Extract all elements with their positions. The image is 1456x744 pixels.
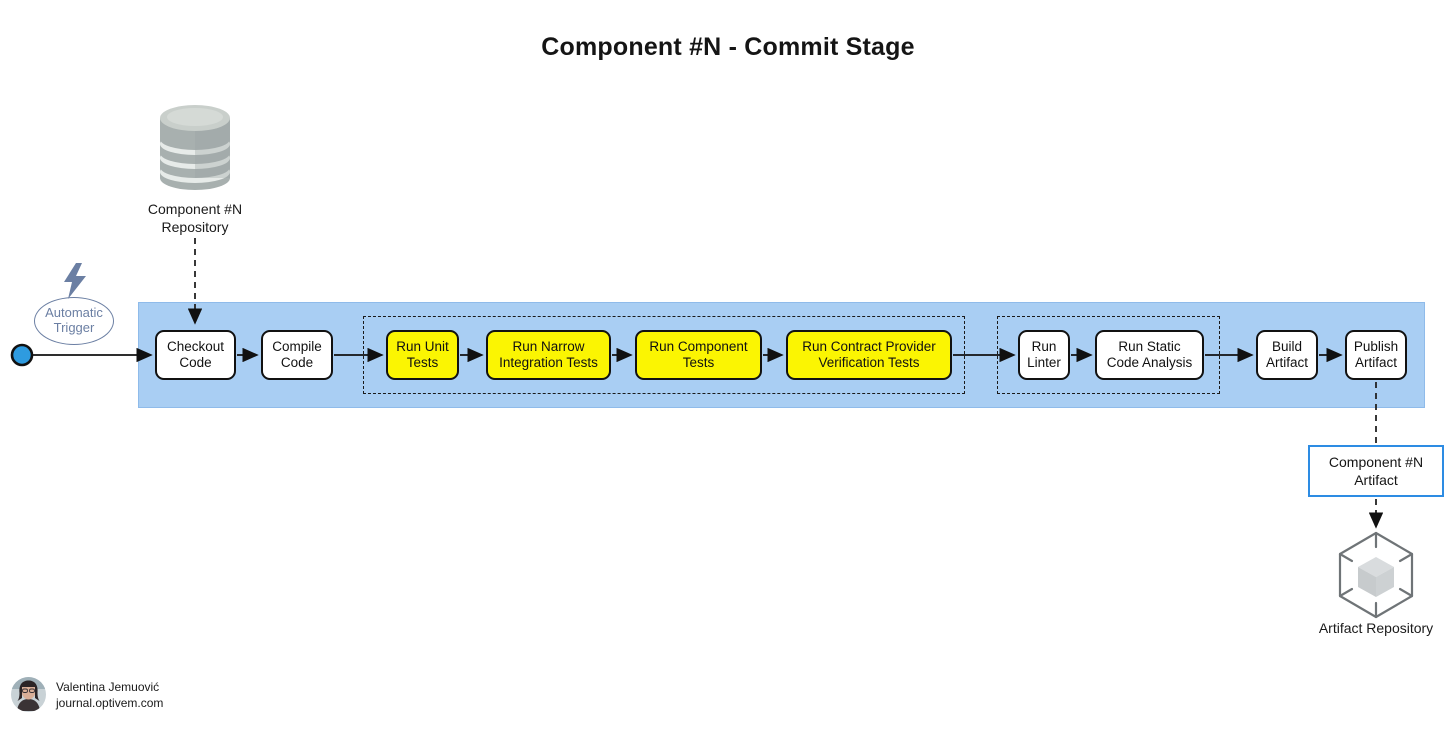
package-cube-icon — [1338, 531, 1414, 619]
author-avatar — [11, 677, 46, 712]
lightning-bolt-icon — [64, 263, 86, 299]
step-checkout-code: Checkout Code — [155, 330, 236, 380]
step-run-component-tests: Run Component Tests — [635, 330, 762, 380]
step-run-linter: Run Linter — [1018, 330, 1070, 380]
step-run-contract-provider-verification-tests: Run Contract Provider Verification Tests — [786, 330, 952, 380]
step-run-narrow-integration-tests: Run Narrow Integration Tests — [486, 330, 611, 380]
artifact-repository-label: Artifact Repository — [1318, 620, 1434, 636]
step-run-unit-tests: Run Unit Tests — [386, 330, 459, 380]
database-icon — [160, 105, 230, 190]
step-compile-code: Compile Code — [261, 330, 333, 380]
start-node — [10, 343, 34, 367]
repository-label: Component #N Repository — [147, 201, 243, 235]
page-title: Component #N - Commit Stage — [541, 33, 915, 61]
step-build-artifact: Build Artifact — [1256, 330, 1318, 380]
footer: Valentina Jemuović journal.optivem.com — [11, 677, 163, 712]
author-name: Valentina Jemuović — [56, 679, 160, 694]
author-website: journal.optivem.com — [56, 695, 164, 710]
step-run-static-code-analysis: Run Static Code Analysis — [1095, 330, 1204, 380]
step-publish-artifact: Publish Artifact — [1345, 330, 1407, 380]
automatic-trigger-oval: Automatic Trigger — [34, 297, 114, 345]
component-artifact-box: Component #N Artifact — [1308, 445, 1444, 497]
